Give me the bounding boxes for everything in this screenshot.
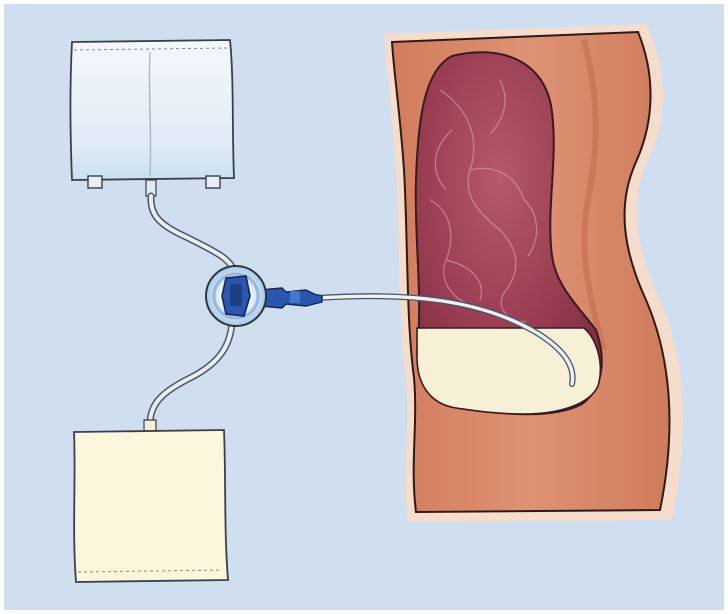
abdominal-cavity-icon: [384, 24, 683, 522]
drainage-bag-body: [74, 430, 228, 582]
iv-fluid-bag-icon: [71, 40, 235, 196]
fresh-bag-body: [71, 40, 235, 180]
valve-icon: [206, 266, 266, 326]
drainage-bag-icon: [74, 420, 228, 582]
